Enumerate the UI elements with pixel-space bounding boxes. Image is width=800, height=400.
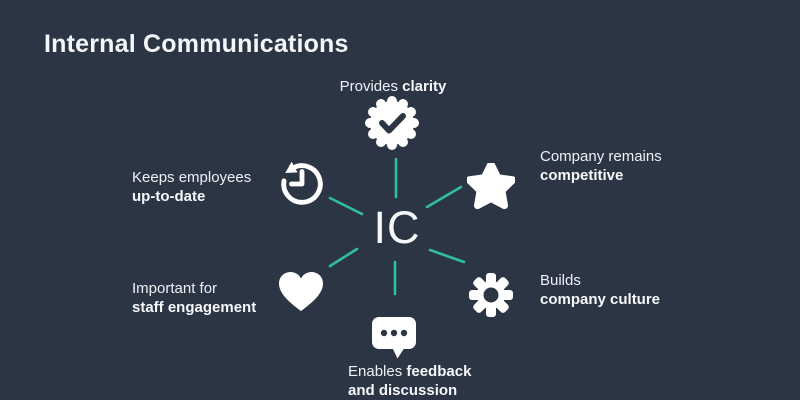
seal-check-icon: [364, 95, 420, 151]
heart-icon: [278, 271, 324, 313]
history-clock-icon: [276, 158, 328, 210]
node-label-culture: Builds company culture: [540, 271, 660, 309]
label-line: up-to-date: [132, 188, 206, 205]
node-label-uptodate: Keeps employees up-to-date: [132, 168, 251, 206]
spoke-bottom-left: [328, 247, 359, 268]
label-line: Important for: [132, 280, 218, 297]
page-title: Internal Communications: [44, 30, 349, 58]
label-line: staff engagement: [132, 299, 257, 316]
node-label-clarity: Provides clarity: [283, 77, 503, 96]
chat-dots-icon: [371, 314, 417, 360]
node-label-engagement: Important for staff engagement: [132, 279, 256, 317]
node-label-feedback: Enables feedback and discussion: [348, 362, 471, 400]
center-hub-label: IC: [373, 202, 421, 253]
gear-icon: [469, 273, 513, 317]
label-line: company culture: [540, 291, 661, 308]
label-line: Company remains: [540, 148, 662, 165]
label-line: Provides clarity: [339, 78, 447, 95]
label-line: competitive: [540, 167, 624, 184]
spoke-top-left: [328, 196, 364, 216]
spoke-bottom-right: [428, 248, 466, 264]
node-label-competitive: Company remains competitive: [540, 147, 662, 185]
label-line: Keeps employees: [132, 169, 252, 186]
label-line: Enables feedback: [348, 363, 472, 380]
label-line: and discussion: [348, 382, 458, 399]
star-icon: [467, 163, 515, 211]
label-line: Builds: [540, 272, 581, 289]
spoke-top-right: [425, 185, 463, 209]
